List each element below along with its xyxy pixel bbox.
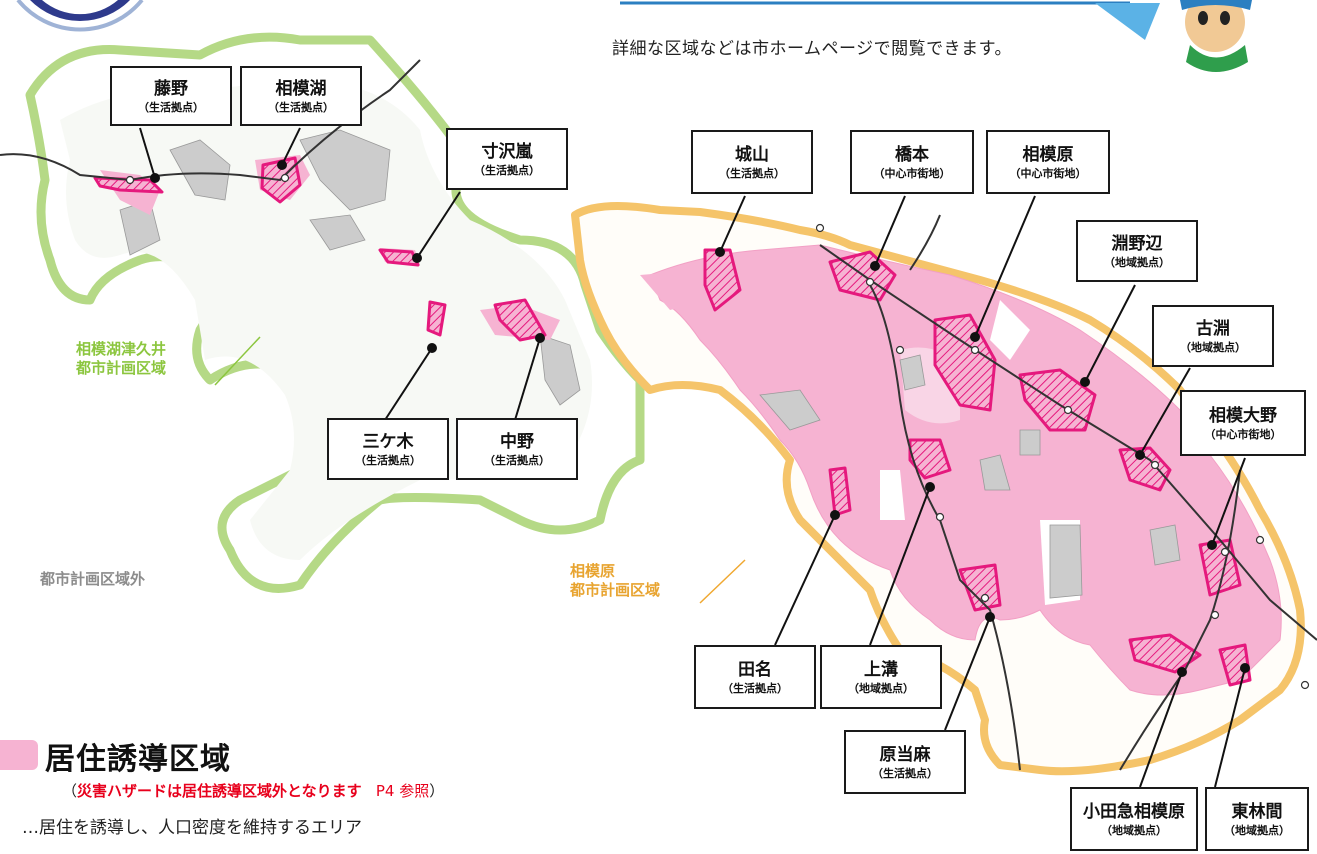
legend-description: …居住を誘導し、人口密度を維持するエリア <box>22 818 362 838</box>
label-harataima: 原当麻（生活拠点） <box>844 730 966 794</box>
label-tokyo-rinkan: 東林間（地域拠点） <box>1205 787 1309 851</box>
label-kamimizo: 上溝（地域拠点） <box>820 645 942 709</box>
label-fujino: 藤野（生活拠点） <box>110 66 232 126</box>
label-hashimoto: 橋本（中心市街地） <box>850 130 974 194</box>
label-sagami-ono: 相模大野（中心市街地） <box>1180 390 1306 456</box>
area-label-sagamihara: 相模原 都市計画区域 <box>570 562 661 599</box>
legend-note: （災害ハザードは居住誘導区域外となります P4 参照） <box>62 782 445 800</box>
label-nakano: 中野（生活拠点） <box>456 418 578 480</box>
website-note: 詳細な区域などは市ホームページで閲覧できます。 <box>612 39 1012 59</box>
station-dots <box>125 173 1310 690</box>
legend-page-ref: P4 参照 <box>375 782 430 800</box>
legend-hazard-note: 災害ハザードは居住誘導区域外となります <box>77 782 362 800</box>
legend-swatch <box>0 740 38 770</box>
gray-areas <box>119 129 1181 599</box>
label-mikagi: 三ケ木（生活拠点） <box>327 418 449 480</box>
label-sagamihara: 相模原（中心市街地） <box>986 130 1110 194</box>
label-kobuchi: 古淵（地域拠点） <box>1152 305 1274 367</box>
legend-title: 居住誘導区域 <box>45 742 231 777</box>
label-shiroyama: 城山（生活拠点） <box>691 130 813 194</box>
badge-circle <box>30 0 130 22</box>
label-fuchinobe: 淵野辺（地域拠点） <box>1076 220 1198 282</box>
residential-zone <box>649 244 1282 696</box>
label-tana: 田名（生活拠点） <box>694 645 816 709</box>
leader-lines <box>139 127 1250 788</box>
label-odakyu-sagamihara: 小田急相模原（地域拠点） <box>1070 787 1198 851</box>
label-sagamiko: 相模湖（生活拠点） <box>240 66 362 126</box>
area-label-sagamiko-tsukui: 相模湖津久井 都市計画区域 <box>76 340 167 377</box>
area-label-outside: 都市計画区域外 <box>40 570 146 588</box>
rail-lines <box>0 59 1317 771</box>
label-tsukuarashi: 寸沢嵐（生活拠点） <box>446 128 568 190</box>
mascot-icon <box>1180 0 1252 72</box>
